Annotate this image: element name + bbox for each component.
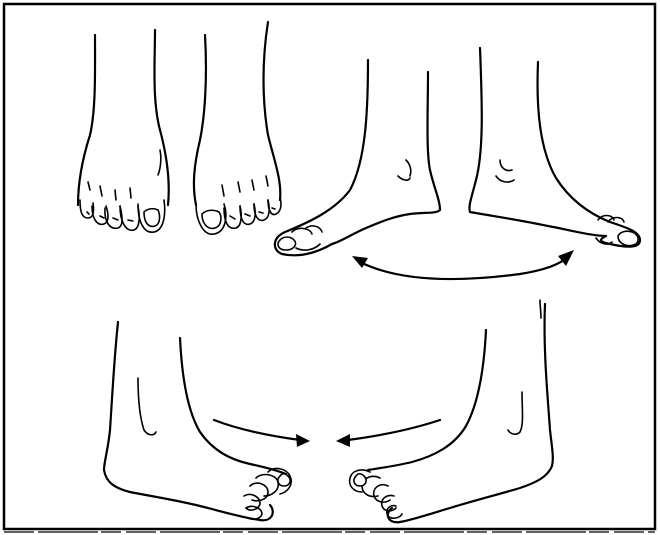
anterior-view — [78, 22, 281, 234]
right-inward-arrow — [348, 420, 440, 440]
rear-view — [104, 300, 553, 522]
lateral-arrow — [360, 258, 566, 279]
left-inward-arrow — [214, 420, 300, 440]
arrowhead-left — [352, 256, 368, 268]
arrowhead-left-inward — [296, 434, 310, 447]
figure-frame — [4, 4, 655, 529]
arrowhead-right-inward — [336, 434, 350, 447]
lateral-view — [275, 48, 640, 279]
arrowhead-right — [558, 250, 574, 266]
